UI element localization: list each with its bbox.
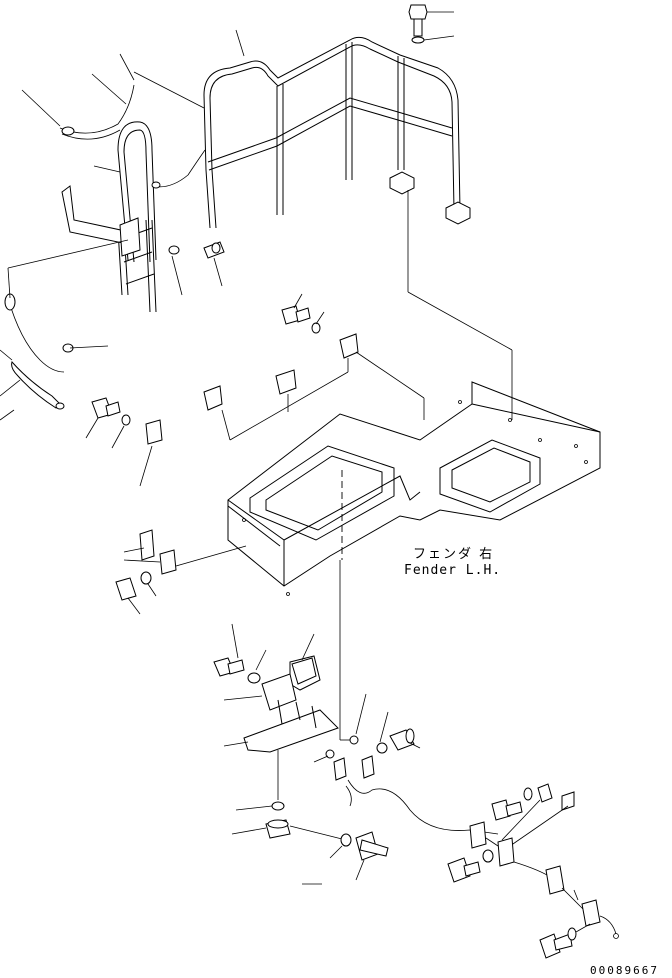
fender-label-english: Fender L.H. — [404, 563, 502, 578]
drawing-number: 00089667 — [590, 964, 659, 977]
left-cable-group — [5, 240, 128, 409]
fender-label-japanese: フェンダ 右 — [413, 547, 495, 562]
assembly-centerline — [340, 470, 342, 740]
leader-lines-left — [0, 30, 244, 420]
top-bolt — [409, 5, 454, 43]
middle-bolt-group — [86, 294, 358, 486]
fender-plate — [228, 190, 600, 596]
cable-clamp-group — [448, 784, 619, 958]
ladder-assembly — [60, 85, 224, 312]
handrail-assembly — [204, 37, 470, 228]
lamp-assembly — [214, 624, 498, 884]
fender-left-bracket — [116, 530, 246, 614]
